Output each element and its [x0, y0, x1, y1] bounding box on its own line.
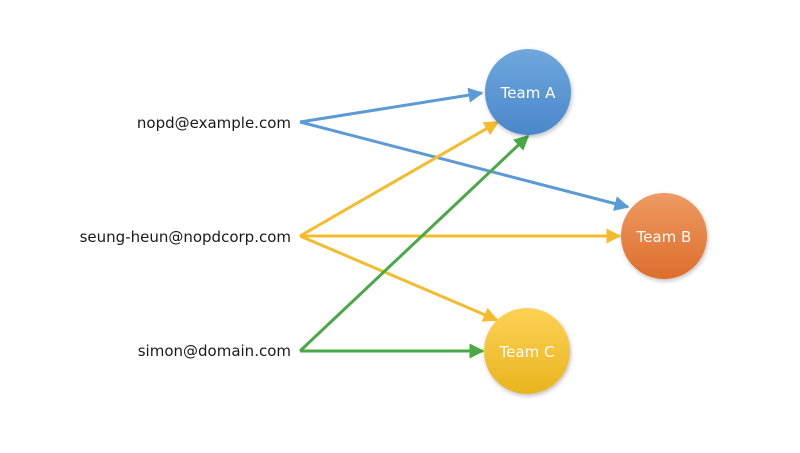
team-node-b: Team B — [621, 193, 707, 279]
team-node-a: Team A — [485, 49, 571, 135]
connection-u2-team-c — [299, 234, 499, 322]
team-circle-b — [621, 193, 707, 279]
connection-u1-team-b — [299, 120, 630, 211]
team-label-a: Team A — [500, 84, 556, 102]
connection-u1-team-a — [299, 87, 484, 124]
connection-u2-team-a — [299, 120, 500, 238]
connections — [298, 87, 630, 359]
user-email-u3: simon@domain.com — [138, 342, 291, 360]
team-label-c: Team C — [499, 343, 555, 361]
team-label-b: Team B — [636, 228, 692, 246]
team-circle-c — [484, 308, 570, 394]
user-email-u2: seung-heun@nopdcorp.com — [80, 228, 291, 246]
user-list: nopd@example.com seung-heun@nopdcorp.com… — [80, 114, 291, 360]
connection-u3-team-a — [298, 134, 530, 353]
team-circle-a — [485, 49, 571, 135]
team-node-c: Team C — [484, 308, 570, 394]
user-email-u1: nopd@example.com — [137, 114, 291, 132]
